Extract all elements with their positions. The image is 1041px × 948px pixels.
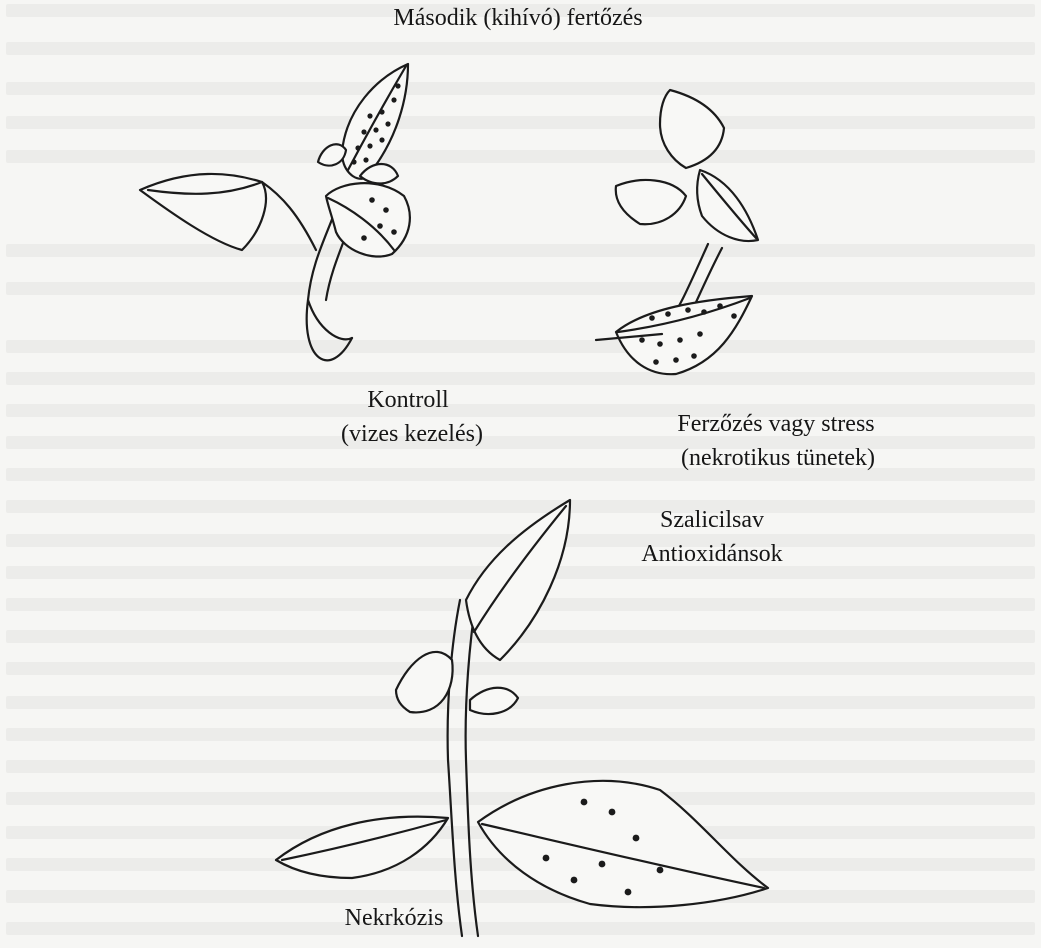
lesion-dot <box>361 129 366 134</box>
label-antioxidants: Antioxidánsok <box>641 540 782 568</box>
leaf-top-left-petiole <box>262 182 316 250</box>
lesion-dot <box>379 109 384 114</box>
leaf-bottom-right-mid <box>470 688 518 714</box>
lesion-dot <box>717 303 723 309</box>
leaf-bottom-left <box>396 652 453 712</box>
lesion-dot <box>391 229 397 235</box>
lesion-dot <box>731 313 737 319</box>
label-control: Kontroll <box>367 386 448 414</box>
lesion-dot <box>395 83 400 88</box>
label-necrotic-symptoms: (nekrotikus tünetek) <box>681 444 875 472</box>
lesion-dot <box>657 341 663 347</box>
lesion-dot <box>633 835 640 842</box>
lesion-dot <box>391 97 396 102</box>
lesion-dot <box>665 311 671 317</box>
leaf-control-right <box>326 183 410 256</box>
label-control-treatment: (vizes kezelés) <box>341 420 483 448</box>
label-necrosis: Nekrkózis <box>345 904 444 932</box>
lesion-dot <box>385 121 390 126</box>
lesion-dot <box>361 235 367 241</box>
lesion-dot <box>653 359 659 365</box>
lesion-dot <box>691 353 697 359</box>
bottom-stem-right <box>466 600 478 936</box>
lesion-dot <box>609 809 616 816</box>
lesion-dot <box>657 867 664 874</box>
lesion-dot <box>373 127 378 132</box>
lesion-dot <box>351 159 356 164</box>
lesion-dot <box>383 207 389 213</box>
bottom-stem <box>448 600 462 936</box>
label-salicylic-acid: Szalicilsav <box>660 506 764 534</box>
lesion-dot <box>599 861 606 868</box>
leaf-bottom-lower-right <box>478 781 768 907</box>
lesion-dot <box>677 337 683 343</box>
lesion-dot <box>363 157 368 162</box>
lesion-dot <box>355 145 360 150</box>
lesion-dot <box>685 307 691 313</box>
label-second-infection: Második (kihívó) fertőzés <box>393 4 642 32</box>
leaf-bottom-top <box>466 500 570 660</box>
lesion-dot <box>581 799 588 806</box>
lesion-dot <box>673 357 679 363</box>
lesion-dot <box>701 309 707 315</box>
lesion-dot <box>367 113 372 118</box>
lesion-dot <box>697 331 703 337</box>
leaf-right-left <box>616 180 686 224</box>
stem-lower-branch <box>308 300 352 339</box>
lesion-dot <box>379 137 384 142</box>
lesion-dot <box>369 197 375 203</box>
leaf-right-top <box>660 90 724 168</box>
leaf-necrotic-right <box>616 296 752 374</box>
lesion-dot <box>367 143 372 148</box>
label-infection-stress: Ferzőzés vagy stress <box>677 410 874 438</box>
lesion-dot <box>649 315 655 321</box>
leaf-bud <box>318 144 346 165</box>
leaf-top-left <box>140 174 266 250</box>
lesion-dot <box>377 223 383 229</box>
lesion-dot <box>571 877 578 884</box>
lesion-dot <box>625 889 632 896</box>
lesion-dot <box>543 855 550 862</box>
lesion-dot <box>639 337 645 343</box>
